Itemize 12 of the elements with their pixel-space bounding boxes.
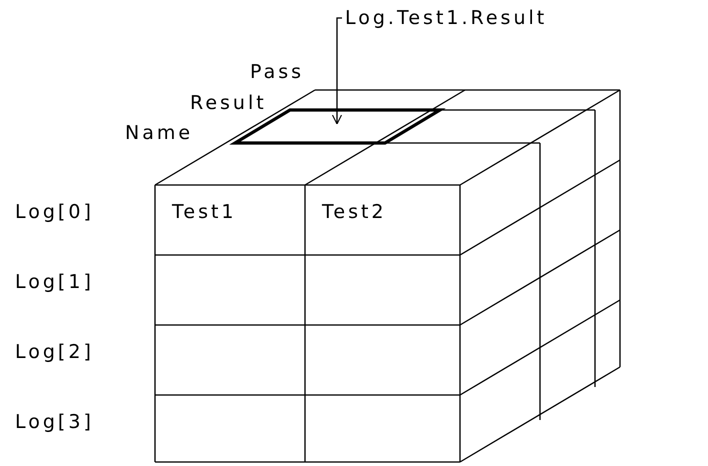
- highlighted-cell: [229, 108, 446, 145]
- column-label: Test1: [172, 201, 237, 223]
- depth-label: Pass: [250, 61, 304, 83]
- row-label: Log[1]: [15, 271, 94, 293]
- leader-line: [332, 17, 342, 125]
- row-label: Log[2]: [15, 341, 94, 363]
- row-label: Log[0]: [15, 201, 94, 223]
- row-label: Log[3]: [15, 411, 94, 433]
- column-label: Test2: [322, 201, 387, 223]
- depth-label: Name: [125, 122, 194, 144]
- callout-label: Log.Test1.Result: [345, 7, 548, 29]
- depth-label: Result: [190, 92, 267, 114]
